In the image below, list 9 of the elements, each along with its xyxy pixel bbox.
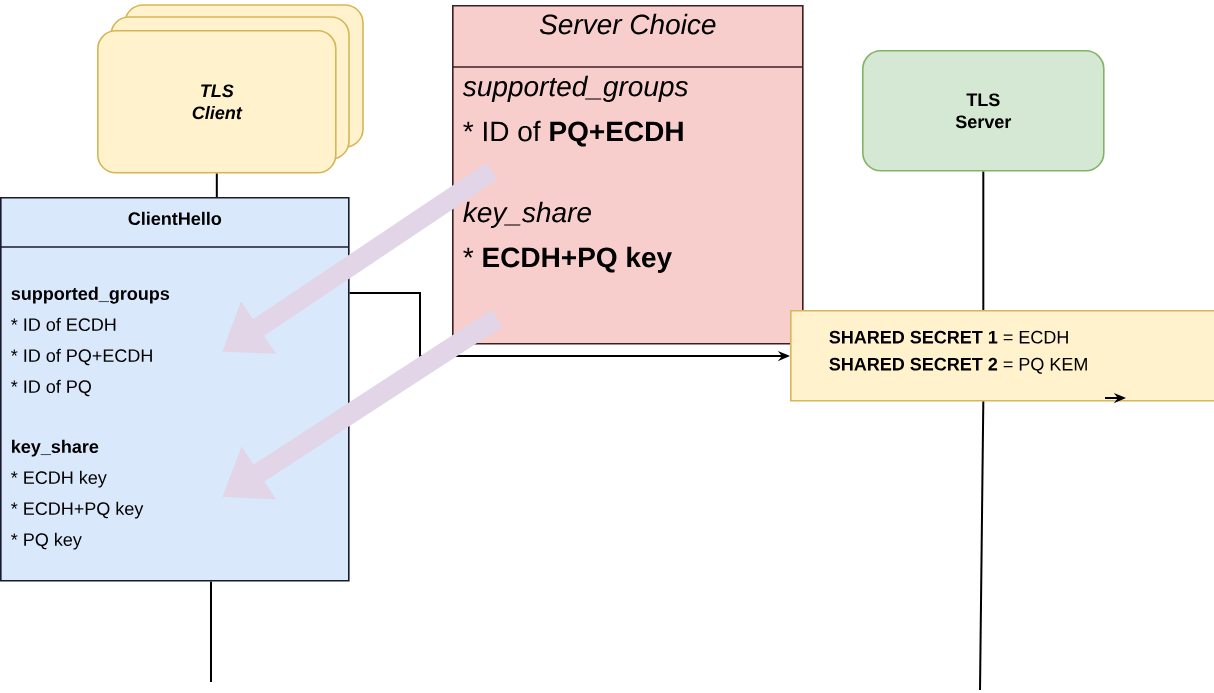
secret-box: SHARED SECRET 1 = ECDH SHARED SECRET 2 = PQ KEM <box>790 310 1214 402</box>
server-card: TLS Server <box>862 50 1105 172</box>
choice-box: Server Choice supported_groups * ID of PQ+ECDH key_share *ECDH+PQ key <box>451 5 804 345</box>
lifeline <box>982 170 985 311</box>
client-card: TLS Client <box>97 4 364 174</box>
message-box: ClientHello supported_groups * ID of ECDH * ID of PQ+ECDH * ID of PQ key_share * ECDH key * ECDH+PQ key * PQ key <box>0 197 350 582</box>
lifeline <box>215 172 218 198</box>
lifeline <box>979 400 985 691</box>
lifeline <box>210 580 212 683</box>
